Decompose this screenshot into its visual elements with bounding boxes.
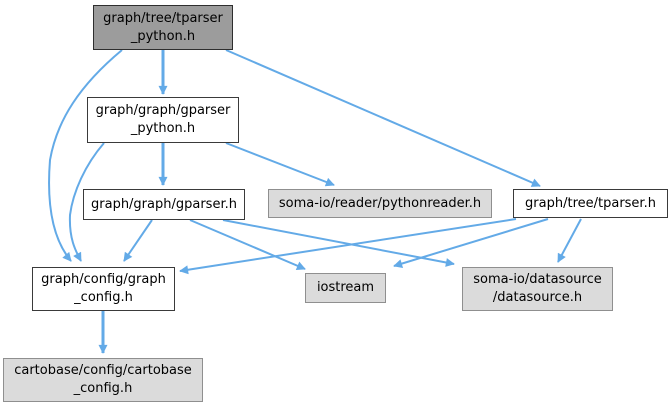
edge-tparser_python-to-tparser — [225, 49, 541, 187]
node-cartobase-config-cartobase-config-h: cartobase/config/cartobase _config.h — [3, 358, 203, 402]
edge-tparser_python-to-graph_config — [48, 49, 123, 262]
edge-gparser-to-graph_config — [123, 219, 153, 262]
node-graph-tree-tparser-h[interactable]: graph/tree/tparser.h — [513, 189, 668, 218]
edge-tparser-to-iostream — [393, 218, 549, 268]
node-graph-tree-tparser-python-h: graph/tree/tparser _python.h — [93, 5, 233, 50]
edge-gparser_python-to-graph_config — [68, 142, 105, 262]
edge-tparser-to-graph_config — [179, 218, 517, 275]
node-soma-io-reader-pythonreader-h: soma-io/reader/pythonreader.h — [268, 189, 492, 218]
edge-tparser-to-datasource — [557, 218, 582, 263]
edge-gparser-to-datasource — [222, 219, 455, 267]
node-graph-graph-gparser-python-h[interactable]: graph/graph/gparser _python.h — [87, 97, 239, 143]
node-graph-config-graph-config-h[interactable]: graph/config/graph _config.h — [32, 267, 175, 311]
node-graph-graph-gparser-h[interactable]: graph/graph/gparser.h — [83, 189, 245, 220]
edge-gparser_python-to-pythonreader — [225, 142, 335, 187]
node-iostream: iostream — [305, 273, 386, 303]
edge-gparser-to-iostream — [189, 219, 306, 270]
node-soma-io-datasource-datasource-h: soma-io/datasource /datasource.h — [462, 267, 613, 311]
